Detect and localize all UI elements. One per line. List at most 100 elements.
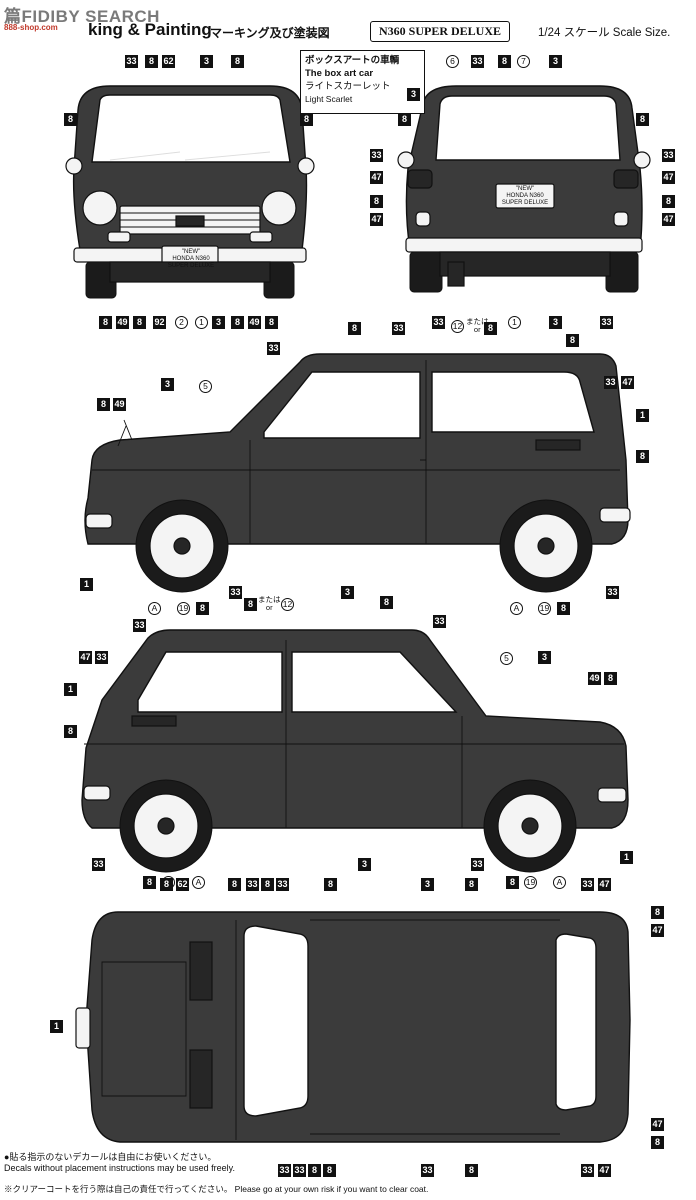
callout-marker: 8 (651, 1136, 664, 1149)
callout-marker: 8 (465, 878, 478, 891)
callout-marker: 33 (246, 878, 259, 891)
callout-marker: 49 (113, 398, 126, 411)
callout-marker: 8 (261, 878, 274, 891)
front-plate: "NEW" HONDA N360 SUPER DELUXE (165, 249, 217, 270)
callout-marker: 3 (200, 55, 213, 68)
callout-marker: 8 (323, 1164, 336, 1177)
rear-plate-line2: HONDA N360 (506, 193, 544, 199)
callout-marker: 49 (248, 316, 261, 329)
callout-marker: 1 (636, 409, 649, 422)
callout-marker: 3 (358, 858, 371, 871)
callout-marker: 33 (278, 1164, 291, 1177)
callout-marker: 8 (398, 113, 411, 126)
callout-marker: 33 (267, 342, 280, 355)
or-note-jp: または (466, 317, 489, 326)
callout-circle: A (192, 876, 205, 889)
callout-marker: 8 (231, 55, 244, 68)
callout-marker: 8 (196, 602, 209, 615)
callout-marker: 47 (651, 1118, 664, 1131)
callout-marker: 8 (604, 672, 617, 685)
callout-marker: 8 (324, 878, 337, 891)
callout-marker: 8 (465, 1164, 478, 1177)
callout-marker: 33 (370, 149, 383, 162)
callout-circle: 5 (199, 380, 212, 393)
side-view-left-drawing (84, 353, 631, 593)
or-note-jp: または (258, 595, 281, 604)
callout-marker: 8 (636, 113, 649, 126)
callout-marker: 33 (421, 1164, 434, 1177)
box-art-en: The box art car (305, 68, 374, 79)
front-plate-line1: "NEW" (181, 249, 201, 255)
callout-marker: 3 (341, 586, 354, 599)
or-note-en: or (473, 325, 481, 334)
callout-marker: 8 (566, 334, 579, 347)
callout-marker: 47 (662, 213, 675, 226)
callout-marker: 49 (588, 672, 601, 685)
callout-marker: 8 (64, 725, 77, 738)
callout-marker: 33 (293, 1164, 306, 1177)
callout-marker: 8 (228, 878, 241, 891)
callout-marker: 8 (636, 450, 649, 463)
callout-marker: 8 (308, 1164, 321, 1177)
callout-marker: 8 (380, 596, 393, 609)
callout-circle: 2 (175, 316, 188, 329)
callout-circle: 19 (538, 602, 551, 615)
callout-marker: 8 (64, 113, 77, 126)
callout-circle: A (148, 602, 161, 615)
top-view-drawing (75, 911, 631, 1143)
callout-marker: 1 (64, 683, 77, 696)
front-plate-line3: SUPER DELUXE (167, 263, 215, 269)
callout-marker: 47 (79, 651, 92, 664)
callout-marker: 33 (581, 1164, 594, 1177)
callout-circle: 19 (177, 602, 190, 615)
callout-marker: 33 (133, 619, 146, 632)
callout-circle: 1 (508, 316, 521, 329)
watermark-url: 888-shop.com (4, 23, 58, 32)
callout-marker: 8 (557, 602, 570, 615)
callout-marker: 33 (433, 615, 446, 628)
callout-marker: 8 (651, 906, 664, 919)
callout-marker: 33 (276, 878, 289, 891)
box-art-color-number: 3 (407, 88, 420, 101)
callout-marker: 33 (600, 316, 613, 329)
box-art-color-jp: ライトスカーレット (305, 81, 391, 92)
callout-marker: 33 (471, 55, 484, 68)
callout-circle: 5 (500, 652, 513, 665)
front-view-drawing (65, 85, 315, 299)
callout-marker: 47 (651, 924, 664, 937)
callout-marker: 3 (421, 878, 434, 891)
callout-marker: 47 (598, 1164, 611, 1177)
callout-marker: 3 (549, 55, 562, 68)
callout-circle: 19 (524, 876, 537, 889)
callout-marker: 47 (370, 171, 383, 184)
callout-marker: 33 (604, 376, 617, 389)
callout-marker: 33 (125, 55, 138, 68)
callout-marker: 92 (153, 316, 166, 329)
callout-marker: 8 (231, 316, 244, 329)
scale-label: 1/24 スケール Scale Size. (538, 27, 671, 39)
callout-marker: 8 (506, 876, 519, 889)
callout-marker: 8 (133, 316, 146, 329)
callout-marker: 47 (662, 171, 675, 184)
callout-marker: 8 (662, 195, 675, 208)
callout-marker: 33 (392, 322, 405, 335)
callout-marker: 8 (244, 598, 257, 611)
callout-marker: 49 (116, 316, 129, 329)
callout-marker: 8 (370, 195, 383, 208)
front-plate-line2: HONDA N360 (172, 256, 210, 262)
callout-marker: 33 (606, 586, 619, 599)
page-title-jp: マーキング及び塗装図 (210, 26, 330, 40)
callout-marker: 33 (92, 858, 105, 871)
footer-note-jp: ●貼る指示のないデカールは自由にお使いください。 (4, 1152, 217, 1162)
footer-clear-coat-note: ※クリアーコートを行う際は自己の責任で行ってください。 Please go at… (4, 1184, 429, 1194)
callout-marker: 1 (620, 851, 633, 864)
rear-plate: "NEW" HONDA N360 SUPER DELUXE (498, 186, 552, 207)
callout-marker: 8 (300, 113, 313, 126)
callout-marker: 62 (176, 878, 189, 891)
callout-marker: 33 (95, 651, 108, 664)
callout-marker: 47 (370, 213, 383, 226)
callout-circle: 1 (195, 316, 208, 329)
